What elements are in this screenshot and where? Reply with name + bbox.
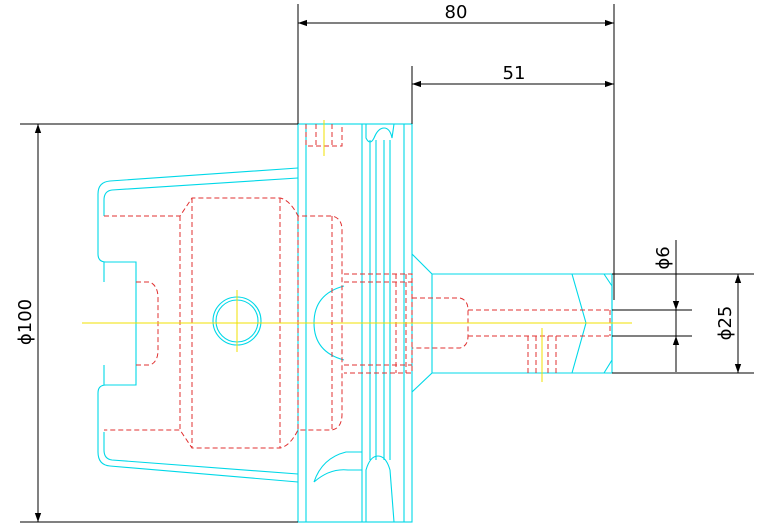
- rear-pocket: [136, 281, 159, 366]
- dim-6-label: ϕ6: [653, 246, 674, 269]
- taper-inner-line-bottom: [103, 432, 299, 475]
- taper-body-outline: [97, 167, 299, 483]
- v-groove-bottom: [365, 455, 395, 523]
- central-bore: [344, 273, 413, 374]
- set-screw-hole: [527, 336, 557, 373]
- taper-inner-line: [103, 177, 299, 216]
- dim-25-label: ϕ25: [715, 306, 736, 341]
- hidden-lines: [104, 124, 612, 449]
- v-groove-top: [365, 123, 395, 143]
- dim-51-label: 51: [503, 63, 526, 84]
- dimension-lines: [20, 4, 754, 523]
- dim-100-label: ϕ100: [15, 299, 36, 345]
- center-lines: [82, 120, 632, 382]
- drive-slot: [313, 451, 362, 483]
- dimension-texts: 80 51 ϕ100 ϕ6 ϕ25: [15, 2, 736, 345]
- dim-80-label: 80: [445, 2, 468, 23]
- internal-bore-outline: [104, 197, 343, 449]
